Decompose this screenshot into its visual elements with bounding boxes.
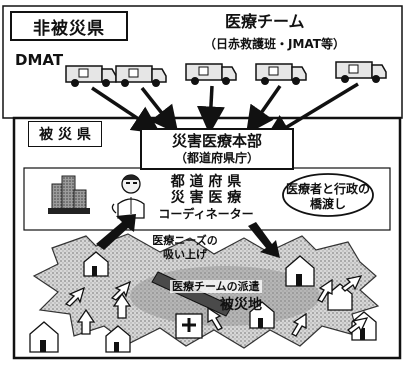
- dispatch-arrow: [91, 86, 161, 134]
- bridge-text: 医療者と行政の 橋渡し: [284, 182, 372, 212]
- city-buildings-icon: [48, 175, 90, 214]
- building-icon: [249, 301, 275, 329]
- disaster-area-label: 被災地: [220, 297, 262, 313]
- coordinator-line2: 災 害 医 療: [170, 190, 242, 206]
- coordinator-line1: 都 道 府 県: [170, 174, 242, 190]
- medical-team-subtitle: （日赤救護班・JMAT等）: [204, 37, 345, 51]
- building-icon: [29, 321, 59, 353]
- affected-region-label-box: 被 災 県: [28, 121, 102, 147]
- dispatch-label: 医療チームの派遣: [170, 280, 262, 293]
- ambulance-icon: [255, 63, 307, 85]
- ambulance-icon: [65, 65, 117, 87]
- affected-region-label: 被 災 県: [39, 127, 91, 143]
- outer-region-label: 非被災県: [33, 18, 105, 39]
- ambulance-icon: [115, 65, 167, 87]
- needs-line1: 医療ニーズの: [152, 234, 218, 247]
- coordinator-text: 都 道 府 県 災 害 医 療 コーディネーター: [158, 174, 254, 222]
- ambulance-icon: [185, 63, 237, 85]
- bridge-ellipse: [282, 173, 374, 217]
- dispatch-arrow: [245, 84, 282, 135]
- ambulance-icon: [335, 61, 387, 83]
- hq-title: 災害医療本部: [171, 132, 262, 150]
- bridge-line1: 医療者と行政の: [285, 182, 370, 196]
- bridge-line2: 橋渡し: [309, 197, 346, 211]
- medical-team-title: 医療チーム: [225, 12, 305, 31]
- dmat-label: DMAT: [15, 51, 64, 69]
- hq-box: 災害医療本部 （都道府県庁）: [140, 128, 294, 170]
- building-icon: [83, 251, 109, 277]
- dispatch-arrow: [140, 86, 179, 135]
- hospital-icon: [175, 313, 203, 339]
- coordinator-line3: コーディネーター: [158, 207, 254, 221]
- dispatch-arrow: [196, 85, 225, 135]
- team-dispatch-arrows: [64, 275, 369, 337]
- dispatch-arrow: [263, 82, 359, 142]
- dispatch-down-arrow: [248, 222, 280, 258]
- hq-subtitle: （都道府県庁）: [174, 151, 259, 165]
- building-icon: [285, 255, 315, 287]
- needs-line2: 吸い上げ: [163, 248, 207, 261]
- needs-up-arrow: [96, 214, 136, 250]
- needs-text: 医療ニーズの 吸い上げ: [142, 234, 228, 262]
- outer-region-label-box: 非被災県: [10, 11, 128, 41]
- building-icon: [105, 325, 131, 353]
- coordinator-person-icon: [111, 174, 145, 219]
